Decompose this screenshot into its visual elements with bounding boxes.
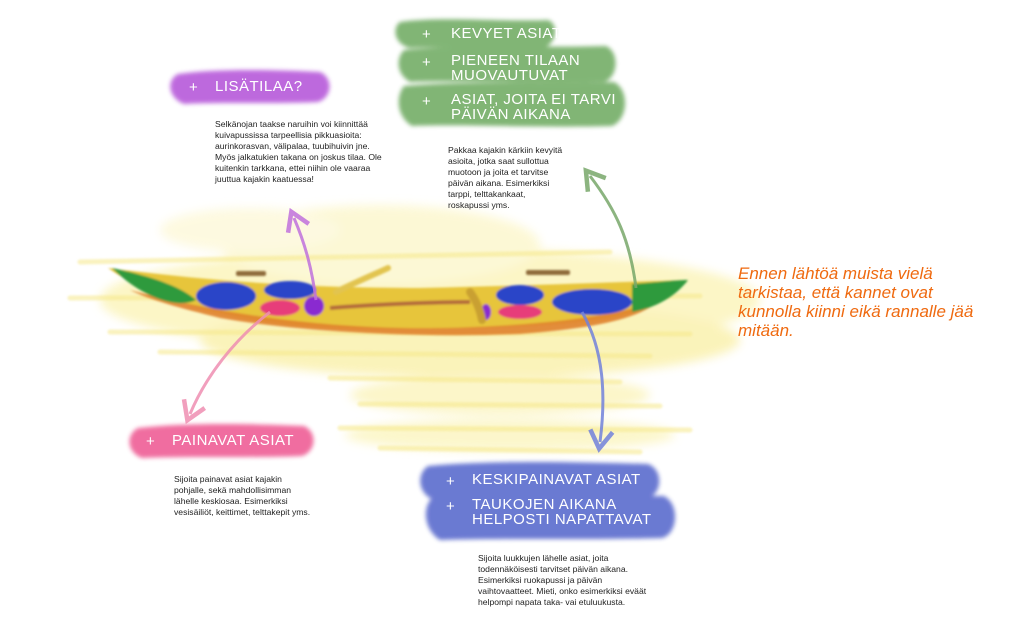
plus-icon: +: [446, 498, 455, 515]
purple-wash: [170, 70, 330, 104]
heavy-items-label: PAINAVAT ASIAT: [172, 432, 295, 449]
kayak: [108, 265, 688, 336]
green-wash: [395, 19, 626, 127]
plus-icon: +: [422, 93, 431, 110]
plus-icon: +: [189, 79, 198, 96]
pink-wash: [129, 424, 314, 458]
blue-wash: [420, 462, 676, 540]
extra-space-label: LISÄTILAA?: [215, 78, 303, 95]
not-needed-during-day-label: ASIAT, JOITA EI TARVI PÄIVÄN AIKANA: [451, 91, 616, 123]
heavy-items-description: Sijoita painavat asiat kajakin pohjalle,…: [174, 474, 311, 517]
break-grab-items-label: TAUKOJEN AIKANA HELPOSTI NAPATTAVAT: [472, 496, 652, 528]
extra-space-description: Selkänojan taakse naruihin voi kiinnittä…: [215, 119, 382, 184]
plus-icon: +: [422, 54, 431, 71]
plus-icon: +: [146, 433, 155, 450]
plus-icon: +: [422, 26, 431, 43]
pink-arrow: [181, 310, 271, 425]
medium-items-description: Sijoita luukkujen lähelle asiat, joita t…: [478, 553, 647, 607]
light-items-label: KEVYET ASIAT: [451, 25, 562, 42]
compressible-items-label: PIENEEN TILAAN MUOVAUTUVAT: [451, 52, 581, 84]
medium-items-label: KESKIPAINAVAT ASIAT: [472, 471, 641, 488]
reminder-note: Ennen lähtöä muista vielä tarkistaa, ett…: [738, 264, 974, 340]
blue-arrow: [580, 311, 615, 453]
light-items-description: Pakkaa kajakin kärkiin kevyitä asioita, …: [448, 145, 563, 210]
green-arrow: [583, 167, 638, 289]
plus-icon: +: [446, 473, 455, 490]
purple-arrow: [285, 207, 318, 301]
